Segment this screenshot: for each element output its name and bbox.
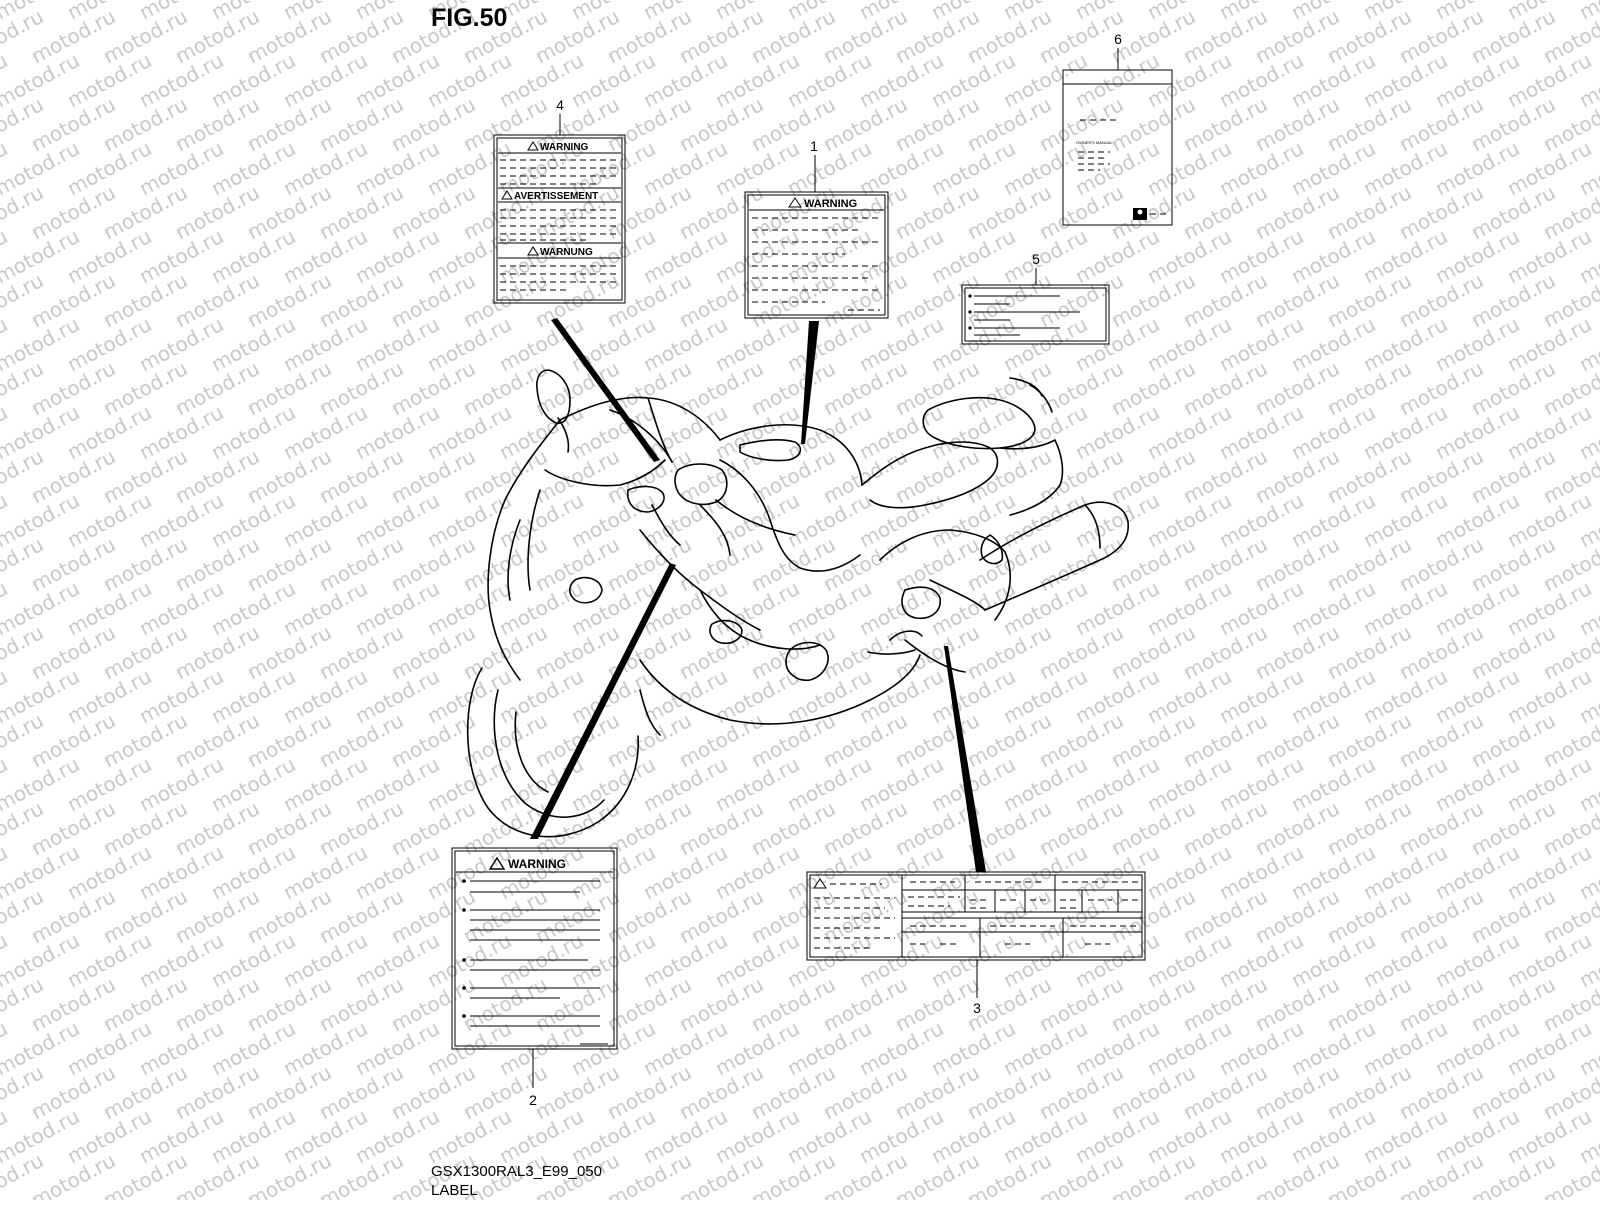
label-2-heading: WARNING	[508, 857, 566, 871]
callout-4: 4	[556, 97, 564, 113]
label-1: WARNING	[744, 191, 889, 319]
label-6: OWNER'S MANUAL	[1062, 69, 1173, 226]
callout-2: 2	[529, 1092, 537, 1108]
motorcycle-illustration	[466, 369, 1129, 838]
pointer-label-1	[801, 321, 819, 444]
figure-caption: LABEL	[431, 1182, 478, 1199]
callout-5: 5	[1032, 251, 1040, 267]
label-3	[806, 871, 1146, 961]
callout-3: 3	[973, 1000, 981, 1016]
label-4-heading-2: AVERTISSEMENT	[514, 191, 598, 202]
label-6-text: OWNER'S MANUAL	[1076, 140, 1113, 145]
pointer-label-3	[944, 646, 986, 872]
figure-title: FIG.50	[431, 4, 508, 32]
label-4-heading-1: WARNING	[540, 142, 589, 153]
pointer-label-2	[530, 563, 676, 839]
label-2: WARNING	[451, 847, 618, 1050]
label-1-heading: WARNING	[804, 198, 857, 210]
figure-code: GSX1300RAL3_E99_050	[431, 1163, 602, 1180]
callout-1: 1	[810, 138, 818, 154]
label-4-heading-3: WARNUNG	[540, 247, 593, 258]
callout-6: 6	[1114, 31, 1122, 47]
pointer-wedges	[530, 318, 986, 872]
pointer-label-4	[551, 318, 660, 462]
